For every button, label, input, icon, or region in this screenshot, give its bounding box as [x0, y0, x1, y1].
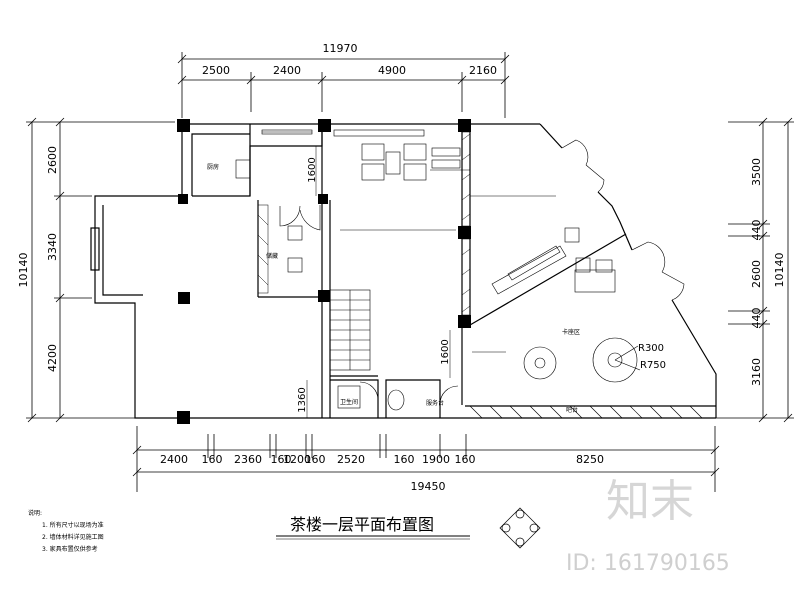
staircase [329, 289, 371, 371]
bottom-dimension-10: 160 [455, 453, 476, 466]
structural-columns [177, 119, 471, 424]
note-line-2: 2. 墙体材料详见施工图 [42, 533, 104, 541]
right-dimension-2: 440 [750, 220, 763, 241]
compass-icon [499, 507, 541, 549]
inner-dimension-2: 1600 [440, 339, 451, 364]
building-walls [90, 123, 717, 419]
room-label-restroom: 卫生间 [340, 398, 358, 406]
room-label-kitchen: 厨房 [207, 163, 219, 171]
top-dimension-4: 2160 [469, 64, 497, 77]
inner-dimension-1: 1600 [307, 157, 318, 182]
right-dimension-3: 2600 [750, 260, 763, 288]
leaders [340, 169, 556, 353]
left-dimension-2: 3340 [46, 233, 59, 261]
right-dimension-5: 3160 [750, 358, 763, 386]
bottom-dimension-3: 2360 [234, 453, 262, 466]
left-total-dimension: 10140 [17, 253, 30, 288]
radius-label-300: R300 [638, 343, 664, 354]
bottom-dimension-2: 160 [202, 453, 223, 466]
bottom-dimension-8: 160 [394, 453, 415, 466]
room-label-service-desk: 服务台 [426, 399, 444, 407]
room-label-bar: 吧台 [566, 406, 578, 414]
right-dimension-1: 3500 [750, 158, 763, 186]
note-line-1: 1. 所有尺寸以现场为准 [42, 521, 104, 529]
right-dimension-4: 440 [750, 308, 763, 329]
top-dimension-1: 2500 [202, 64, 230, 77]
shelf-strip [257, 204, 269, 294]
drawing-title: 茶楼一层平面布置图 [290, 515, 434, 534]
notes-heading: 说明: [28, 509, 42, 517]
watermark-id: ID: 161790165 [566, 551, 730, 576]
furniture [235, 129, 641, 411]
top-dimension-chain [177, 52, 510, 118]
radius-label-750: R750 [640, 360, 666, 371]
bottom-dimension-6: 160 [305, 453, 326, 466]
note-line-3: 3. 家具布置仅供参考 [42, 545, 98, 553]
door-swings [279, 139, 685, 405]
bottom-dimension-4: 160 [271, 453, 292, 466]
watermark-brand: 知末 [606, 476, 694, 527]
top-dimension-3: 4900 [378, 64, 406, 77]
left-dimension-3: 4200 [46, 344, 59, 372]
counter-strip [469, 405, 703, 419]
bottom-total-dimension: 19450 [411, 480, 446, 493]
right-total-dimension: 10140 [773, 253, 786, 288]
bottom-dimension-5: 1200 [283, 453, 311, 466]
top-dimension-2: 2400 [273, 64, 301, 77]
hatched-wall [461, 131, 471, 316]
bottom-dimension-1: 2400 [160, 453, 188, 466]
top-total-dimension: 11970 [323, 42, 358, 55]
left-dimension-chain [26, 117, 175, 423]
bottom-dimension-9: 1900 [422, 453, 450, 466]
bottom-dimension-11: 8250 [576, 453, 604, 466]
room-label-booth-area: 卡座区 [562, 328, 580, 336]
inner-dimension-3: 1360 [297, 387, 308, 412]
room-label-storage: 储藏 [266, 252, 278, 260]
left-dimension-1: 2600 [46, 146, 59, 174]
bottom-dimension-chain [132, 426, 720, 492]
right-dimension-chain [715, 117, 794, 423]
inner-dimension-lines [306, 146, 451, 418]
bottom-dimension-7: 2520 [337, 453, 365, 466]
